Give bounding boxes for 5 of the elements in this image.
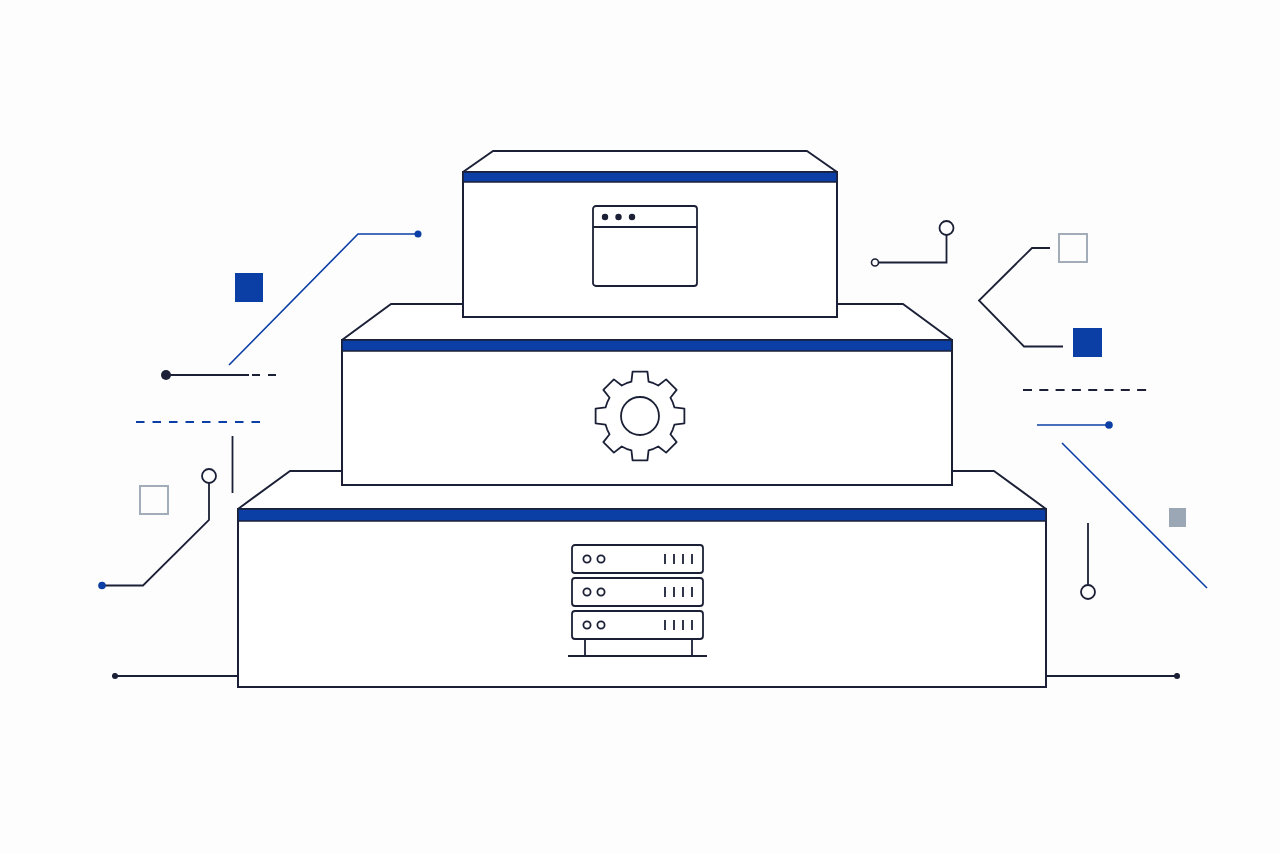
stack-block <box>341 303 953 486</box>
connector-line <box>111 672 238 680</box>
connector-line <box>1046 672 1181 680</box>
stack-block <box>237 470 1047 688</box>
stack-block <box>462 150 838 318</box>
